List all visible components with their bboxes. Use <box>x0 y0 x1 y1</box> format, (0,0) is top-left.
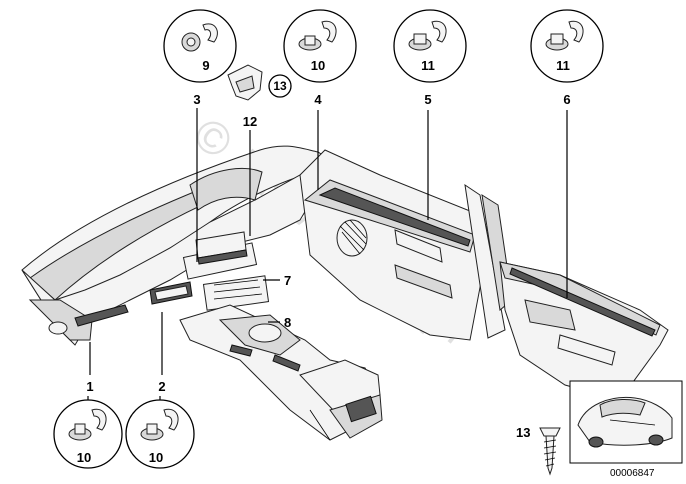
detail-label-11b: 11 <box>556 58 570 73</box>
detail-label-10-top: 10 <box>311 58 325 73</box>
callout-7: 7 <box>284 273 291 288</box>
callout-4: 4 <box>314 92 322 107</box>
dashboard-illustration <box>21 145 331 346</box>
callout-5: 5 <box>424 92 431 107</box>
leader-lines <box>87 108 568 400</box>
detail-circle-11b: 11 <box>530 9 604 83</box>
detail-label-9: 9 <box>202 58 209 73</box>
center-console-illustration <box>179 304 383 441</box>
detail-label-10-bottom-right: 10 <box>149 450 163 465</box>
callout-1: 1 <box>86 379 93 394</box>
document-number: 00006847 <box>610 468 655 479</box>
detail-circle-10-top: 10 <box>283 9 357 83</box>
detail-label-13-clip: 13 <box>273 79 287 93</box>
callout-12: 12 <box>243 114 257 129</box>
callout-8: 8 <box>284 315 291 330</box>
detail-circle-10-bottom-right: 10 <box>125 399 195 469</box>
inset-screw-13: 13 <box>516 425 561 476</box>
detail-circle-11a: 11 <box>393 9 467 83</box>
detail-circle-9: 9 <box>163 9 237 83</box>
front-door-illustration <box>299 149 513 341</box>
car-inset <box>569 380 683 464</box>
inset-label-13: 13 <box>516 425 530 440</box>
clip-13-detail: 13 <box>227 64 292 101</box>
callout-6: 6 <box>563 92 570 107</box>
callout-2: 2 <box>158 379 165 394</box>
callout-3: 3 <box>193 92 200 107</box>
detail-label-10-bottom-left: 10 <box>77 450 91 465</box>
rear-door-illustration <box>499 261 669 401</box>
detail-label-11a: 11 <box>421 58 435 73</box>
detail-circle-10-bottom-left: 10 <box>53 399 123 469</box>
